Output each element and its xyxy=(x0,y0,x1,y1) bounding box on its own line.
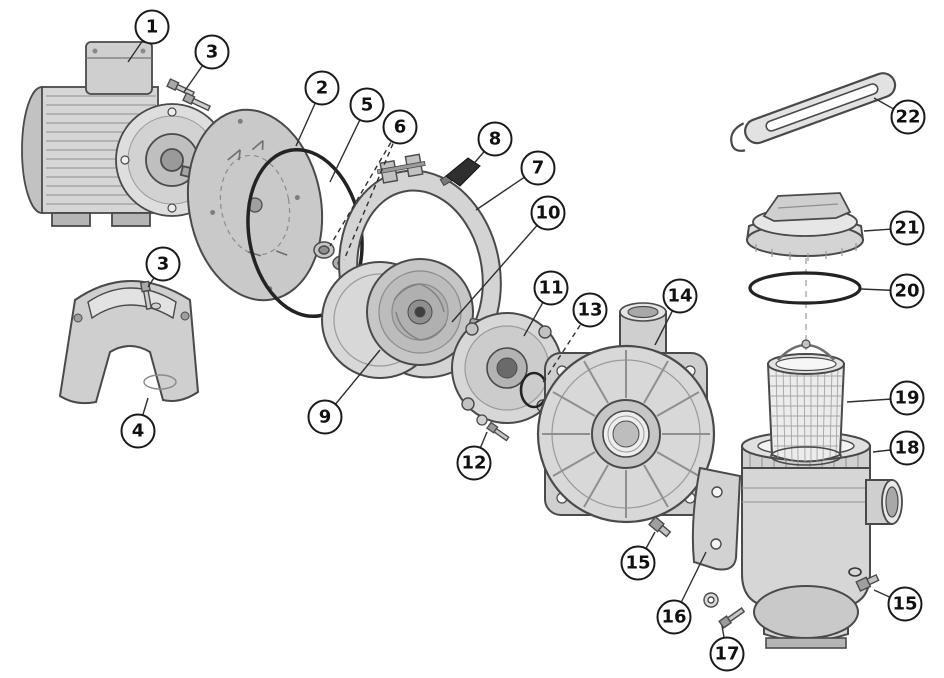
callout-motor: 1 xyxy=(134,9,170,45)
callout-clamp-ring: 7 xyxy=(520,150,556,186)
lid-wrench xyxy=(730,72,897,152)
leader-line-impeller xyxy=(451,212,549,323)
callout-drain-plug-left: 15 xyxy=(620,545,656,581)
backplate-disc xyxy=(186,108,324,302)
callout-clamp-knob: 8 xyxy=(477,121,513,157)
bracket-screw xyxy=(703,592,746,629)
callout-shaft-seal: 6 xyxy=(382,109,418,145)
impeller xyxy=(366,258,493,366)
callout-seal-plate: 11 xyxy=(533,270,569,306)
callout-motor-bolts: 3 xyxy=(194,34,230,70)
drain-plug-left xyxy=(648,515,672,538)
callout-bracket-screw: 17 xyxy=(709,636,745,672)
strainer-lid xyxy=(745,192,865,261)
callout-backplate-disc: 2 xyxy=(304,70,340,106)
callout-lid-wrench: 22 xyxy=(890,99,926,135)
clamp-knob xyxy=(439,157,481,187)
callout-pump-housing: 14 xyxy=(662,278,698,314)
drain-plug-right xyxy=(848,567,880,592)
callout-motor-base: 4 xyxy=(120,413,156,449)
callout-strainer-lid: 21 xyxy=(889,210,925,246)
support-bracket xyxy=(691,466,742,571)
motor-base xyxy=(58,280,200,405)
callout-o-ring-large: 5 xyxy=(349,87,385,123)
lid-o-ring xyxy=(748,271,862,305)
callout-support-bracket: 16 xyxy=(656,599,692,635)
leader-line-shaft-seal xyxy=(343,126,401,261)
callout-impeller: 10 xyxy=(530,195,566,231)
callout-strainer-tank: 18 xyxy=(889,430,925,466)
callout-strainer-basket: 19 xyxy=(889,380,925,416)
callout-base-bolt: 3 xyxy=(145,246,181,282)
callout-impeller-screw: 12 xyxy=(456,445,492,481)
seal-plate xyxy=(451,312,563,424)
callout-lid-o-ring: 20 xyxy=(889,273,925,309)
impeller-screw xyxy=(476,414,510,442)
pump-housing xyxy=(536,302,716,524)
strainer-basket xyxy=(766,339,846,466)
base-bolt xyxy=(139,280,162,310)
leader-line-o-ring-small xyxy=(541,309,591,385)
callout-drain-plug-right: 15 xyxy=(887,586,923,622)
callout-diffuser: 9 xyxy=(307,399,343,435)
callout-o-ring-small: 13 xyxy=(572,292,608,328)
